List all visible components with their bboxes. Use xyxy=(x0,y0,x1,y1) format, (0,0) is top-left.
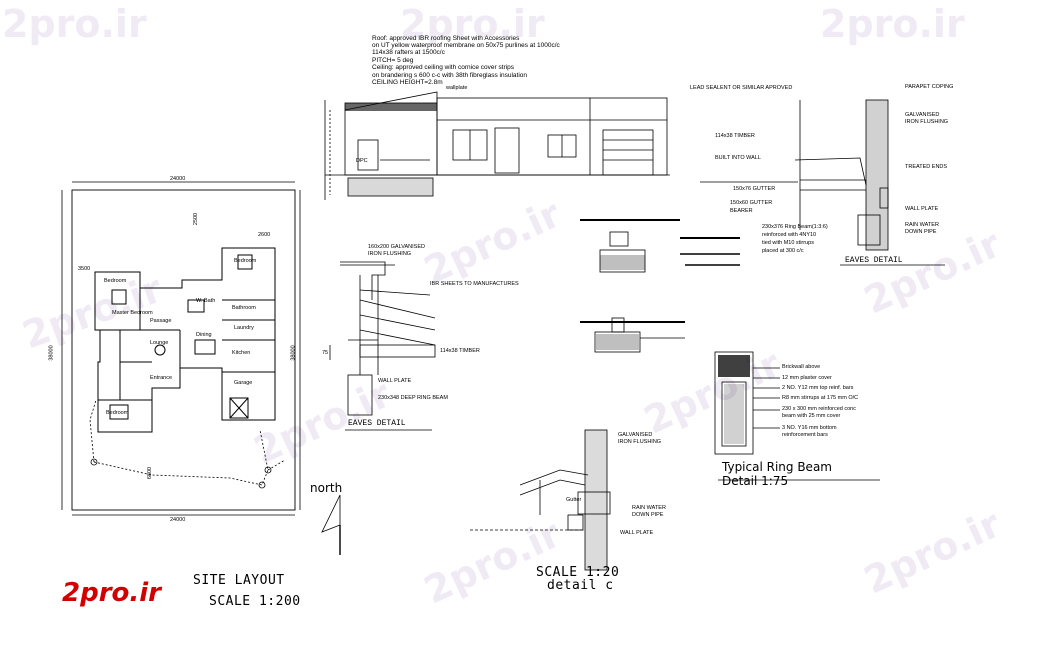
ring-beam-label: 12 mm plaster cover xyxy=(782,375,832,381)
roof-note: Ceiling: approved ceiling with cornice c… xyxy=(372,64,514,71)
room-label: Kitchen xyxy=(232,350,251,356)
eaves-label: PARAPET COPING xyxy=(905,84,954,90)
eaves-detail-right xyxy=(700,99,945,266)
ring-beam-label: reinforcement bars xyxy=(782,432,828,438)
eaves-label: 230x348 DEEP RING BEAM xyxy=(378,395,448,401)
detail-c-label: DOWN PIPE xyxy=(632,512,664,518)
room-label: Laundry xyxy=(234,325,254,331)
eaves-label: LEAD SEALENT OR SIMILAR APROVED xyxy=(690,85,793,91)
foundation-detail-1 xyxy=(580,219,740,273)
detail-c-label: IRON FLUSHING xyxy=(618,439,662,445)
eaves-label: 114x38 TIMBER xyxy=(715,133,755,139)
ring-beam-detail: Detail 1:75 xyxy=(722,474,789,488)
ring-beam-title: Typical Ring Beam xyxy=(722,460,832,474)
dimension-label: 2600 xyxy=(258,232,271,238)
room-label: Bedroom xyxy=(234,258,257,264)
room-label: Lounge xyxy=(150,340,169,346)
eaves-label: WALL PLATE xyxy=(905,206,939,212)
eaves-label: 160x200 GALVANISED xyxy=(368,244,425,250)
roof-note: on brandering s 600 c-c with 38th fibreg… xyxy=(372,72,528,79)
ring-beam-label: R8 mm stirrups at 175 mm O/C xyxy=(782,395,859,401)
roof-note: CEILING HEIGHT=2.8m xyxy=(372,79,443,86)
room-label: Master Bedroom xyxy=(112,310,153,316)
eaves-label: BUILT INTO WALL xyxy=(715,155,761,161)
ring-beam-section xyxy=(714,351,880,481)
dimension-label: 24000 xyxy=(170,176,186,182)
eaves-label: TREATED ENDS xyxy=(905,164,948,170)
ring-beam-label: Brickwall above xyxy=(782,364,821,370)
ring-beam-label: 3 NO. Y16 mm bottom xyxy=(782,425,837,431)
eaves-label: 150x76 GUTTER xyxy=(733,186,776,192)
dimension-label: 38000 xyxy=(290,345,297,361)
room-label: Garage xyxy=(234,380,253,386)
house-outline xyxy=(94,247,276,433)
eaves-detail-title: EAVES DETAIL xyxy=(348,419,406,428)
detail-c-title: detail c xyxy=(547,578,614,593)
eaves-detail-title: EAVES DETAIL xyxy=(845,256,903,265)
detail-c-label: WALL PLATE xyxy=(620,530,654,536)
ring-beam-label: 2 NO. Y12 mm top reinf. bars xyxy=(782,385,854,391)
foundation-detail-2 xyxy=(580,317,685,353)
eaves-label: IRON FLUSHING xyxy=(368,251,412,257)
roof-note: 114x38 rafters at 1500c/c xyxy=(372,49,445,56)
roof-note: PITCH= 5 deg xyxy=(372,57,414,64)
eaves-label: placed at 300 c/c xyxy=(762,248,804,254)
eaves-label: GALVANISED xyxy=(905,112,940,118)
eaves-label: BEARER xyxy=(730,208,753,214)
roof-note: Roof: approved IBR roofing Sheet with Ac… xyxy=(372,35,520,42)
eaves-label: 150x60 GUTTER xyxy=(730,200,773,206)
room-label: Bedroom xyxy=(104,278,127,284)
dimension-label: 6800 xyxy=(147,466,154,480)
elevation-label: wallplate xyxy=(446,85,468,91)
eaves-label: reinforced with 4NY10 xyxy=(762,232,817,238)
detail-c-label: GALVANISED xyxy=(618,432,653,438)
eaves-label: WALL PLATE xyxy=(378,378,412,384)
eaves-label: 114x38 TIMBER xyxy=(440,348,480,354)
eaves-label: DOWN PIPE xyxy=(905,229,937,235)
dimension-label: 24000 xyxy=(170,517,186,523)
eaves-label: IBR SHEETS TO MANUFACTURES xyxy=(430,281,519,287)
eaves-label: tied with M10 stirrups xyxy=(762,240,814,246)
eaves-label: 230x376 Ring Beam(1:3:6) xyxy=(762,224,828,230)
detail-c-section xyxy=(470,429,611,571)
site-layout-scale: SCALE 1:200 xyxy=(209,594,301,609)
site-boundary xyxy=(61,181,301,516)
room-label: W. Bath xyxy=(196,298,216,304)
detail-c-label: Gutter xyxy=(566,497,582,503)
dimension-label: 38000 xyxy=(48,345,55,361)
eaves-label: RAIN WATER xyxy=(905,222,939,228)
elevation-section xyxy=(324,91,670,200)
ring-beam-label: beam with 25 mm cover xyxy=(782,413,841,419)
room-label: Dining xyxy=(196,332,212,338)
eaves-label: IRON FLUSHING xyxy=(905,119,949,125)
site-drainage xyxy=(89,399,286,489)
eaves-detail-left xyxy=(329,261,436,431)
north-label: north xyxy=(310,481,343,495)
ring-beam-label: 230 x 300 mm reinforced conc xyxy=(782,406,856,412)
elevation-label: DPC xyxy=(356,158,368,164)
detail-c-label: RAIN WATER xyxy=(632,505,666,511)
north-arrow xyxy=(321,494,341,555)
site-layout-title: SITE LAYOUT xyxy=(193,573,285,588)
room-label: Bedroom xyxy=(106,410,129,416)
roof-note: on UT yellow waterproof membrane on 50x7… xyxy=(372,42,560,49)
room-label: Bathroom xyxy=(232,305,256,311)
eaves-dimension: 75 xyxy=(322,350,329,356)
detail-c-scale: SCALE 1:20 xyxy=(536,565,620,580)
site-logo: 2pro.ir xyxy=(62,578,161,608)
dimension-label: 3500 xyxy=(78,266,91,272)
room-label: Passage xyxy=(150,318,172,324)
room-label: Entrance xyxy=(150,375,173,381)
dimension-label: 2500 xyxy=(193,212,200,226)
